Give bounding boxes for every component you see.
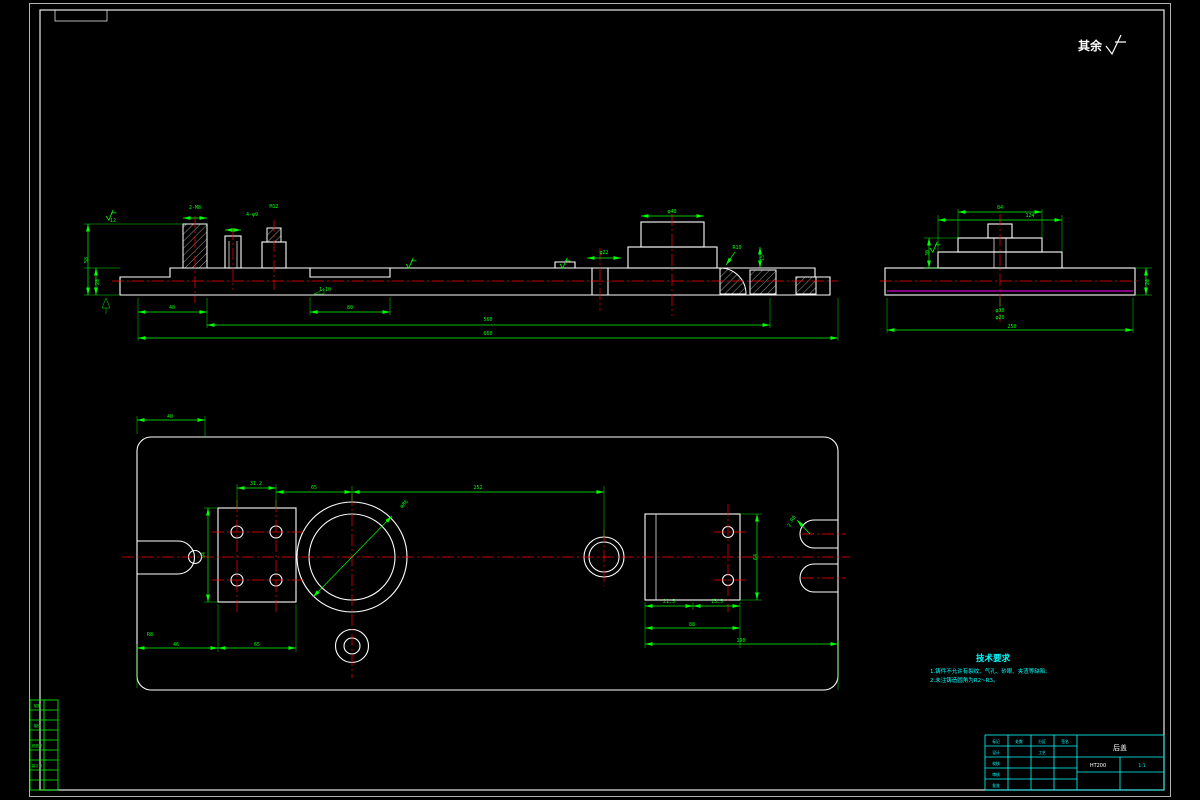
dimension-label: 2-M8	[189, 205, 201, 211]
part-name: 后盖	[1113, 743, 1127, 752]
dimension-label: 12	[110, 218, 116, 224]
margin-strip: 描图 描校 底图号 装订号	[29, 699, 59, 791]
dimension-label: 58	[84, 257, 90, 263]
dimension-label: R8	[147, 632, 153, 638]
dimension-label: 2-R8	[787, 515, 798, 528]
margin-cell: 描图	[34, 703, 41, 708]
dimension-label: 88	[689, 622, 695, 628]
dimension-label: 65	[254, 642, 260, 648]
title-block-cell: 审核	[992, 772, 1000, 777]
dimension-label: 252	[473, 485, 482, 491]
title-block-cell: 校核	[992, 761, 1000, 766]
dimension-label: 31.2	[250, 481, 262, 487]
corner-note: 其余	[1078, 34, 1126, 56]
dimension-label: 65	[311, 485, 317, 491]
dimension-label: φ86	[399, 499, 410, 510]
margin-cell: 底图号	[32, 743, 43, 748]
title-block: 标记 处数 分区 签名 设计 校核 审核 批准 工艺 后盖 HT200 1:1	[984, 734, 1165, 791]
tech-requirements-title: 技术要求	[976, 653, 1011, 664]
margin-cell: 装订号	[32, 763, 43, 768]
dimension-label: 13.5	[711, 599, 723, 605]
corner-note-text: 其余	[1078, 38, 1103, 53]
dimension-label: φ40	[667, 209, 676, 215]
drawing-scale: 1:1	[1138, 763, 1145, 769]
dimension-label: 1:10	[319, 287, 331, 293]
dimension-label: 40	[169, 305, 175, 311]
margin-cell: 描校	[34, 723, 41, 728]
dimension-label: 28	[95, 279, 101, 285]
surface-finish-icon	[1105, 34, 1126, 56]
title-block-cell: 标记	[992, 739, 1000, 744]
dimension-label: 15	[760, 255, 766, 261]
side-dimension-lines	[886, 209, 1152, 333]
title-block-cell: 设计	[992, 750, 1000, 755]
dimension-label: 80	[347, 305, 353, 311]
plan-dimension-lines	[136, 416, 839, 690]
dimension-label: R10	[732, 245, 741, 251]
title-block-cell: 签名	[1061, 739, 1069, 744]
tech-requirements: 技术要求 1.铸件不允许有裂纹、气孔、砂眼、夹渣等缺陷; 2.未注铸造圆角为R2…	[930, 653, 1047, 684]
title-block-cell: 工艺	[1038, 750, 1046, 755]
dimension-label: 250	[1007, 324, 1016, 330]
dimension-label: 84	[997, 205, 1003, 211]
front-centerlines	[112, 214, 838, 316]
title-block-cell: 分区	[1038, 739, 1046, 744]
dimension-label: 560	[483, 317, 492, 323]
dimension-label: 660	[483, 331, 492, 337]
front-dimension-lines	[84, 214, 839, 341]
title-block-cell: 批准	[992, 783, 1000, 788]
dimension-label: 124	[1025, 213, 1034, 219]
dimension-label: M12	[269, 204, 278, 210]
dimension-label: 4-φ9	[246, 212, 258, 218]
dimension-label: 40	[167, 414, 173, 420]
dimension-label: 30	[925, 250, 931, 256]
dimension-label: φ22	[599, 250, 608, 256]
hatched-section-right	[749, 269, 777, 295]
tech-requirement-item: 2.未注铸造圆角为R2~R3。	[930, 676, 999, 684]
dimension-label: 46	[173, 642, 179, 648]
dimension-label: φ20	[995, 315, 1004, 321]
title-block-cell: 处数	[1015, 739, 1023, 744]
dimension-label: φ30	[995, 308, 1004, 314]
dimension-label: 21.5	[663, 599, 675, 605]
dimension-label: 190	[736, 638, 745, 644]
tech-requirement-item: 1.铸件不允许有裂纹、气孔、砂眼、夹渣等缺陷;	[930, 667, 1047, 675]
drawing-frame	[29, 3, 1171, 797]
dimension-label: 94	[201, 552, 207, 558]
frame-corner-box	[54, 9, 108, 22]
dimension-label: 64	[753, 554, 759, 560]
dimension-label: 28	[1145, 279, 1151, 285]
hatched-section-end	[795, 276, 817, 295]
material: HT200	[1090, 763, 1106, 769]
